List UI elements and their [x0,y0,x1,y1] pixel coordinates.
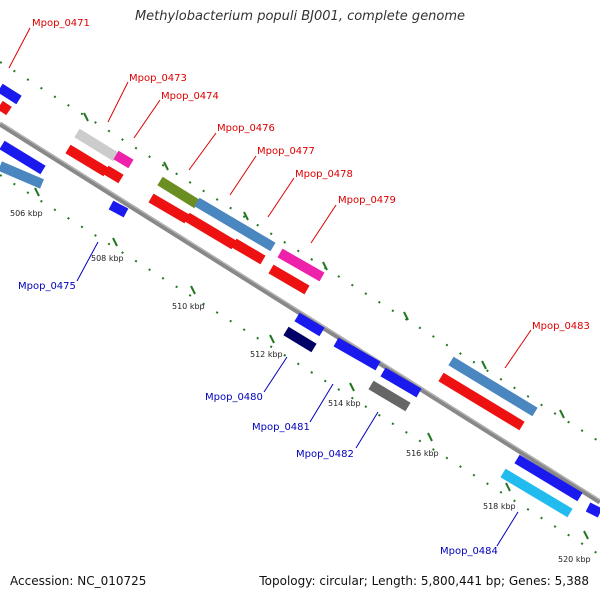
label-mpop-0476[interactable]: Mpop_0476 [217,123,275,134]
label-mpop-0482[interactable]: Mpop_0482 [296,449,354,460]
tick-518 [505,482,511,492]
kbp-label-508: 508 kbp [91,254,124,263]
bottom-label-pointers [76,241,519,547]
guide-track-upper [0,61,600,443]
gene-blue-0480a[interactable] [294,312,325,337]
gene-red-0474[interactable] [103,165,124,184]
label-mpop-0474[interactable]: Mpop_0474 [161,91,219,102]
gene-blue-0484a[interactable] [514,454,583,502]
kbp-label-518: 518 kbp [483,502,516,511]
gene-mpop-0479[interactable] [277,248,325,282]
label-mpop-0477[interactable]: Mpop_0477 [257,146,315,157]
gene-mpop-0473[interactable] [74,128,119,162]
gene-blue-0481b[interactable] [380,367,422,398]
gene-red-0476[interactable] [148,193,190,224]
label-mpop-0473[interactable]: Mpop_0473 [129,73,187,84]
gene-red-0477[interactable] [184,212,237,250]
kbp-label-520: 520 kbp [558,555,591,564]
gene-mpop-0483[interactable] [448,356,538,417]
tick-512 [269,334,275,344]
gene-mpop-0480[interactable] [283,326,317,353]
label-mpop-0484[interactable]: Mpop_0484 [440,546,498,557]
gene-mpop-0471[interactable] [0,83,22,105]
map-title: Methylobacterium populi BJ001, complete … [134,9,466,24]
kbp-ticks [34,187,589,540]
gene-lower-steel-left[interactable] [0,161,44,189]
label-mpop-0475[interactable]: Mpop_0475 [18,281,76,292]
gene-mpop-0477[interactable] [194,197,276,252]
label-mpop-0471[interactable]: Mpop_0471 [32,18,90,29]
kbp-ticks-upper [83,112,565,419]
guide-track-lower [0,174,600,556]
genome-summary-text: Topology: circular; Length: 5,800,441 bp… [259,574,589,588]
label-mpop-0483[interactable]: Mpop_0483 [532,321,590,332]
tick-516 [427,432,433,442]
genome-backbone-highlight [0,121,600,501]
gene-red-0483[interactable] [438,372,525,431]
gene-mpop-0484[interactable] [500,468,573,518]
kbp-label-512: 512 kbp [250,350,283,359]
gene-mpop-0476[interactable] [157,176,200,209]
kbp-label-506: 506 kbp [10,209,43,218]
tick-520 [583,530,589,540]
tick-506 [34,187,40,197]
kbp-label-514: 514 kbp [328,399,361,408]
kbp-label-516: 516 kbp [406,449,439,458]
label-mpop-0480[interactable]: Mpop_0480 [205,392,263,403]
top-label-pointers [8,27,532,369]
accession-text: Accession: NC_010725 [10,574,147,588]
tick-508 [112,237,118,247]
gene-features [0,83,600,518]
gene-mpop-0475[interactable] [108,200,129,218]
kbp-label-510: 510 kbp [172,302,205,311]
gene-mpop-0474[interactable] [113,150,134,169]
label-mpop-0478[interactable]: Mpop_0478 [295,169,353,180]
gene-blue-edge[interactable] [585,502,600,518]
gene-red-0479[interactable] [268,264,310,295]
gene-red-0473[interactable] [65,144,109,177]
gene-red-0478[interactable] [231,238,266,265]
tick-510 [190,285,196,295]
label-mpop-0481[interactable]: Mpop_0481 [252,422,310,433]
gene-mpop-0471-red[interactable] [0,100,12,116]
gene-lower-blue-left[interactable] [0,140,46,175]
gene-mpop-0481[interactable] [333,337,381,371]
gene-mpop-0482[interactable] [368,380,411,412]
label-mpop-0479[interactable]: Mpop_0479 [338,195,396,206]
tick-514 [349,382,355,392]
